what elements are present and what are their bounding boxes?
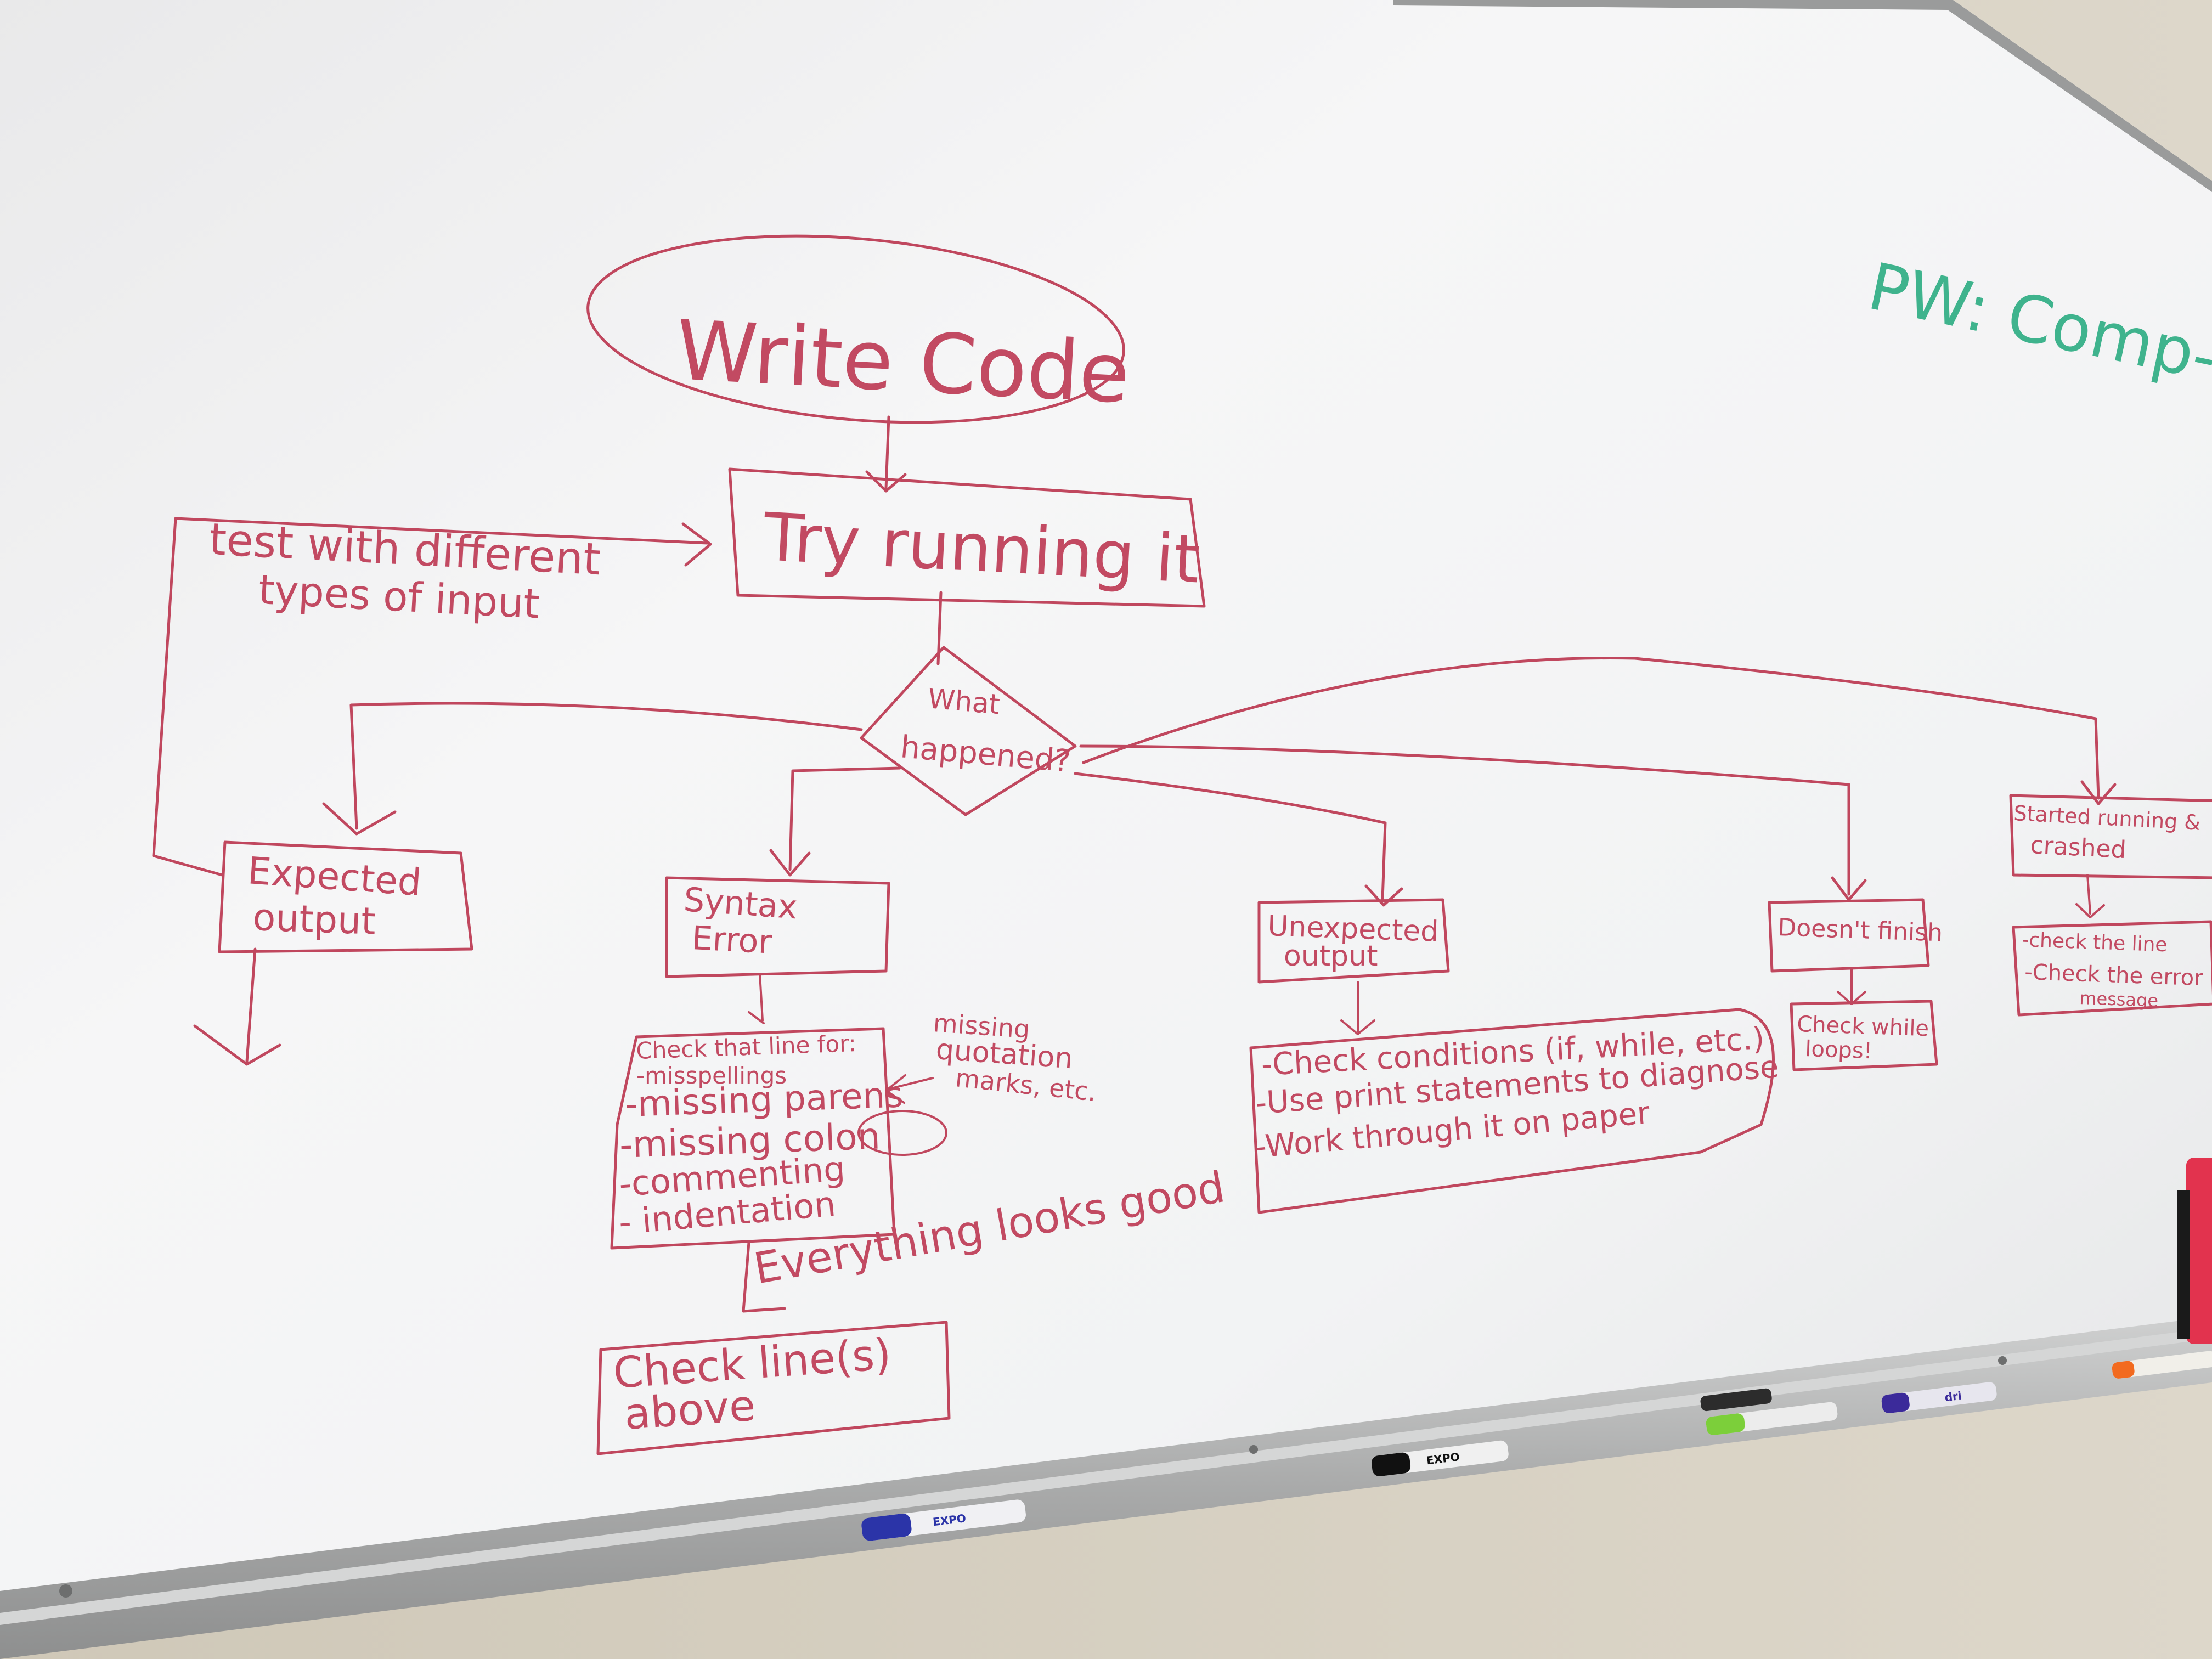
decision-line1: What <box>927 682 1001 720</box>
tray-screw <box>59 1584 72 1598</box>
eraser-felt <box>2177 1190 2190 1339</box>
blue-marker[interactable]: EXPO <box>861 1499 1027 1542</box>
syntax-line2: Error <box>691 919 773 962</box>
green-marker[interactable] <box>1705 1401 1838 1436</box>
syntax-line1: Syntax <box>682 881 799 927</box>
syntax-check-2: -misspellings <box>636 1062 787 1089</box>
run-box <box>728 467 1206 608</box>
check-above-box <box>596 1321 951 1455</box>
unexpected-line1: Unexpected <box>1267 910 1440 949</box>
while-check-box <box>1790 1000 1938 1071</box>
syntax-check-3: -missing parens <box>624 1075 904 1125</box>
crashed-box <box>2009 794 2212 879</box>
loop-back-line <box>152 517 712 877</box>
start-label: Write Code <box>674 303 1132 422</box>
eraser[interactable] <box>2186 1158 2212 1344</box>
orange-marker[interactable] <box>2112 1350 2212 1379</box>
syntax-check-4: -missing colon <box>619 1115 881 1166</box>
unexpected-line2: output <box>1284 940 1378 973</box>
dark-marker[interactable] <box>1700 1388 1772 1412</box>
syntax-box <box>665 876 890 978</box>
crashed-checks-box <box>2012 920 2212 1017</box>
while-check-line1: Check while <box>1797 1012 1929 1041</box>
arrow-crashed-to-checks <box>2075 874 2105 918</box>
tray-screw <box>1249 1445 1258 1454</box>
whiteboard-surface <box>0 0 2212 1613</box>
arrow-to-expected <box>322 702 863 836</box>
crashed-check-1: -check the line <box>2022 929 2168 956</box>
arrow-syntax-to-checks <box>748 973 765 1024</box>
purple-marker[interactable]: dri <box>1881 1381 1997 1414</box>
marker-tray-lip <box>0 1328 2212 1625</box>
whiteboard-top-frame <box>1393 0 2212 192</box>
arrow-to-syntax <box>769 766 901 877</box>
doesnt-finish-label: Doesn't finish <box>1778 913 1943 947</box>
tray-screw <box>1998 1356 2007 1365</box>
unexpected-checks-box <box>1249 1008 1775 1214</box>
crashed-line2: crashed <box>2029 831 2126 864</box>
expected-box <box>218 840 473 953</box>
crashed-check-3: message <box>2079 988 2159 1011</box>
decision-diamond <box>860 646 1077 816</box>
crashed-check-2: -Check the error <box>2024 960 2204 991</box>
arrow-to-crashed <box>1082 657 2117 805</box>
syntax-note-1: missing <box>932 1008 1031 1044</box>
unexpected-box <box>1257 898 1450 984</box>
arrow-expected-down <box>193 947 281 1066</box>
black-marker[interactable]: EXPO <box>1370 1440 1509 1477</box>
syntax-checks-box <box>610 1027 896 1250</box>
arrow-to-unexpected <box>1074 772 1403 907</box>
arrow-unexpected-to-checks <box>1340 981 1375 1035</box>
purple-marker-label: dri <box>1944 1389 1962 1404</box>
start-ellipse <box>586 234 1125 424</box>
arrow-to-check-above <box>742 1241 786 1313</box>
while-check-line2: loops! <box>1805 1036 1873 1064</box>
colon-circle <box>857 1110 947 1156</box>
check-above-line2: above <box>623 1381 757 1439</box>
arrow-note-to-parens <box>885 1074 934 1104</box>
doesnt-finish-box <box>1768 898 1930 973</box>
expected-line2: output <box>252 896 376 944</box>
